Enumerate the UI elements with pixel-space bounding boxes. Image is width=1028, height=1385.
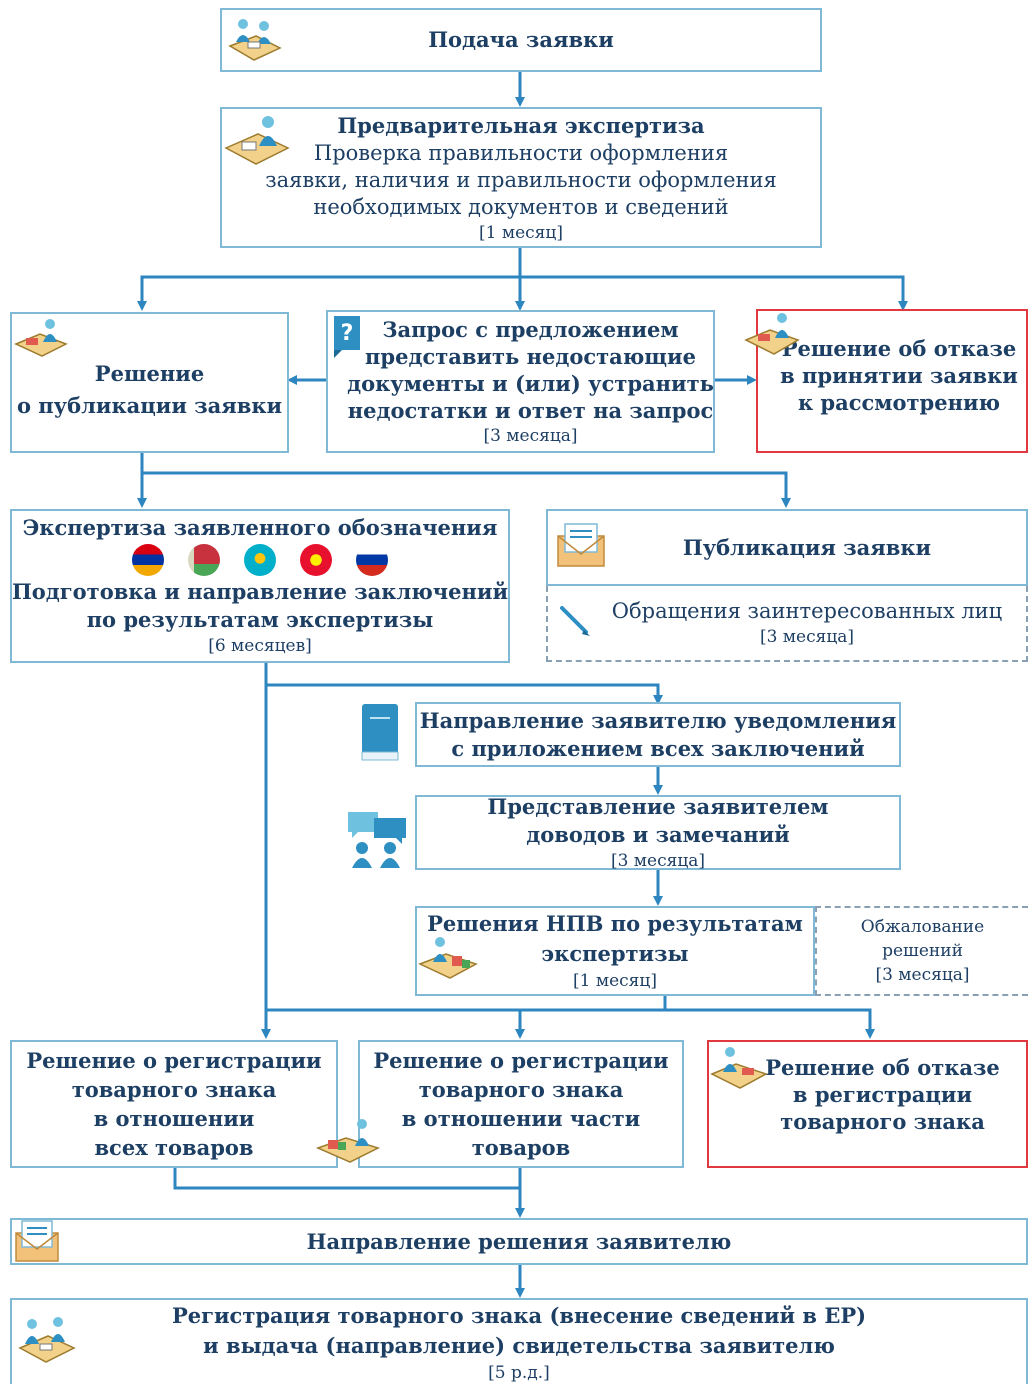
clerk-desk-icon [224,116,290,165]
prelim-desc-1: Проверка правильности оформления [313,141,729,165]
request-line-4: недостатки и ответ на запрос [347,397,714,423]
pen-icon [560,606,590,636]
step-npv-decisions: Решения НПВ по результатам экспертизы [1… [415,906,815,996]
appeal-line-1: Обжалование [860,917,985,937]
send-decision-title: Направление решения заявителю [306,1228,732,1254]
npv-line-1: Решения НПВ по результатам [427,911,803,936]
publish-decision-line-1: Решение [94,360,205,386]
prelim-desc-2: заявки, наличия и правильности оформлени… [265,168,777,192]
notice-line-2: с приложением всех заключений [451,735,865,761]
clerk-desk-icon [316,1119,380,1163]
examination-line-2: по результатам экспертизы [86,607,434,632]
step-trademark-registration: Регистрация товарного знака (внесение св… [10,1298,1028,1384]
handshake-icon [228,19,282,61]
npv-line-2: экспертизы [541,941,689,966]
envelope-icon [557,523,605,567]
belarus-flag-icon [188,544,220,576]
notice-line-1: Направление заявителю уведомления [419,707,897,733]
clerk-desk-icon [14,319,68,357]
clerk-desk-icon [744,313,800,355]
step-refusal-registration: Решение об отказе в регистрации товарног… [707,1040,1028,1168]
appeal-term: [3 месяца] [875,965,970,985]
prelim-term: [1 месяц] [479,223,563,243]
refusal-accept-line-2: в принятии заявки [780,362,1018,388]
request-term: [3 месяца] [483,425,578,446]
step-preliminary-exam: Предварительная экспертиза Проверка прав… [220,107,822,248]
refusal-reg-line-3: товарного знака [780,1108,985,1134]
reg-all-line-1: Решение о регистрации [26,1048,322,1073]
step-notice: Направление заявителю уведомления с прил… [415,702,901,767]
reg-part-line-3: в отношении части [401,1106,641,1131]
step-refusal-acceptance: Решение об отказе в принятии заявки к ра… [756,309,1028,453]
appeals-parties-term: [3 месяца] [759,626,855,647]
reg-part-line-2: товарного знака [418,1077,624,1102]
step-registration-all-goods: Решение о регистрации товарного знака в … [10,1040,338,1168]
kyrgyzstan-flag-icon [300,544,332,576]
prelim-desc-3: необходимых документов и сведений [313,195,729,219]
reg-all-line-2: товарного знака [71,1077,277,1102]
registration-line-2: и выдача (направление) свидетельства зая… [203,1333,835,1358]
step-publication: Публикация заявки [546,509,1028,586]
arguments-line-1: Представление заявителем [487,793,829,819]
svg-text:?: ? [341,321,354,346]
arguments-line-2: доводов и замечаний [526,821,790,847]
book-icon [361,704,399,761]
request-line-1: Запрос с предложением [382,316,679,342]
filing-title: Подача заявки [428,27,614,52]
examination-line-1: Подготовка и направление заключений [11,579,509,604]
step-designation-exam: Экспертиза заявленного обозначения Подго… [10,509,510,663]
publish-decision-line-2: о публикации заявки [16,392,283,418]
kazakhstan-flag-icon [244,544,276,576]
envelope-icon [15,1220,59,1262]
question-document-icon: ? [334,316,360,358]
handshake-icon [18,1317,76,1363]
step-publish-decision: Решение о публикации заявки [10,312,289,453]
step-registration-part-goods: Решение о регистрации товарного знака в … [358,1040,684,1168]
prelim-title: Предварительная экспертиза [337,113,705,138]
step-request: Запрос с предложением представить недост… [326,310,715,453]
appeals-parties-title: Обращения заинтересованных лиц [611,598,1003,623]
eaeu-flags [132,544,388,576]
request-line-2: представить недостающие [365,343,696,369]
request-line-3: документы и (или) устранить [347,370,714,396]
refusal-reg-line-1: Решение об отказе [765,1054,1000,1080]
step-third-party-appeals: Обращения заинтересованных лиц [3 месяца… [546,586,1028,662]
step-filing: Подача заявки [220,8,822,72]
step-send-decision: Направление решения заявителю [10,1218,1028,1265]
reg-all-line-3: в отношении [93,1106,255,1131]
clerk-desk-icon [418,937,478,979]
clerk-desk-icon [710,1047,768,1089]
examination-term: [6 месяцев] [208,636,312,656]
russia-flag-icon [356,544,388,576]
refusal-accept-line-1: Решение об отказе [781,335,1017,361]
registration-line-1: Регистрация товарного знака (внесение св… [171,1303,867,1328]
refusal-accept-line-3: к рассмотрению [797,389,1001,415]
step-arguments: Представление заявителем доводов и замеч… [415,793,901,871]
reg-all-line-4: всех товаров [94,1135,254,1160]
appeal-line-2: решений [882,941,963,961]
reg-part-line-4: товаров [471,1135,571,1160]
step-appeal: Обжалование решений [3 месяца] [815,906,1028,996]
reg-part-line-1: Решение о регистрации [373,1048,669,1073]
registration-term: [5 р.д.] [488,1363,550,1383]
arguments-term: [3 месяца] [610,850,706,871]
armenia-flag-icon [132,544,164,576]
dialogue-icon [348,812,406,868]
examination-title: Экспертиза заявленного обозначения [22,515,498,540]
refusal-reg-line-2: в регистрации [792,1081,973,1107]
publication-title: Публикация заявки [682,534,932,560]
npv-term: [1 месяц] [573,971,657,991]
